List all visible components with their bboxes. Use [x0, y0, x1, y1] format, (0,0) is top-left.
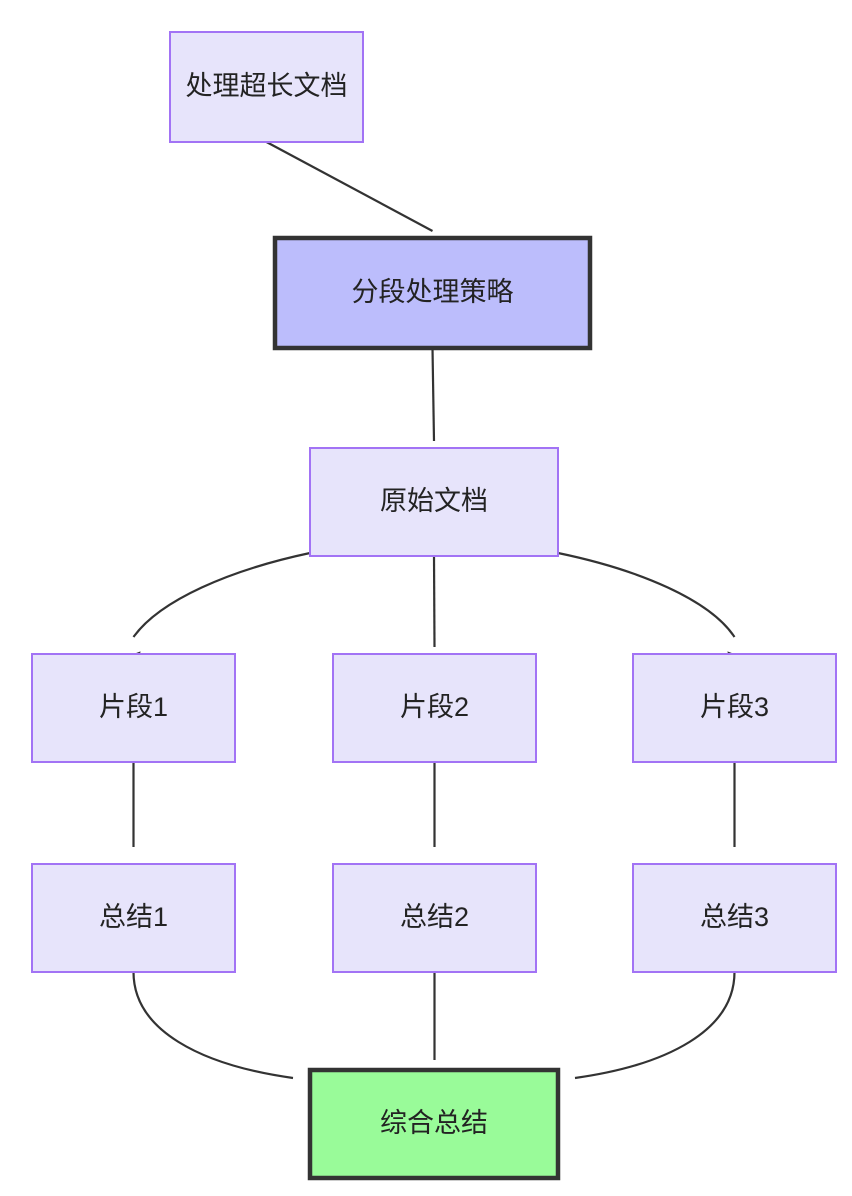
- node-box-n2[interactable]: [272, 235, 593, 351]
- node-box-n4[interactable]: [31, 653, 236, 763]
- node-n7[interactable]: 总结1: [31, 863, 236, 973]
- node-box-n1[interactable]: [169, 31, 364, 143]
- node-box-n9[interactable]: [632, 863, 837, 973]
- edge-n3-to-n6: [557, 551, 736, 638]
- edges-layer: [132, 141, 736, 1080]
- node-box-n3[interactable]: [309, 447, 559, 557]
- edge-n1-to-n2: [265, 141, 434, 232]
- edge-n9-to-n10: [574, 971, 736, 1080]
- node-n8[interactable]: 总结2: [332, 863, 537, 973]
- node-n3[interactable]: 原始文档: [309, 447, 559, 557]
- node-box-n8[interactable]: [332, 863, 537, 973]
- edge-n3-to-n5: [432, 555, 436, 648]
- edge-n3-to-n4: [132, 551, 311, 638]
- node-box-n5[interactable]: [332, 653, 537, 763]
- node-box-n7[interactable]: [31, 863, 236, 973]
- node-n6[interactable]: 片段3: [632, 653, 837, 763]
- edge-n7-to-n10: [132, 971, 294, 1080]
- node-n4[interactable]: 片段1: [31, 653, 236, 763]
- node-n2[interactable]: 分段处理策略: [272, 235, 593, 351]
- node-n1[interactable]: 处理超长文档: [169, 31, 364, 143]
- node-n9[interactable]: 总结3: [632, 863, 837, 973]
- node-box-n6[interactable]: [632, 653, 837, 763]
- node-n10[interactable]: 综合总结: [307, 1067, 561, 1181]
- node-box-n10[interactable]: [307, 1067, 561, 1181]
- node-n5[interactable]: 片段2: [332, 653, 537, 763]
- edge-n2-to-n3: [431, 347, 436, 442]
